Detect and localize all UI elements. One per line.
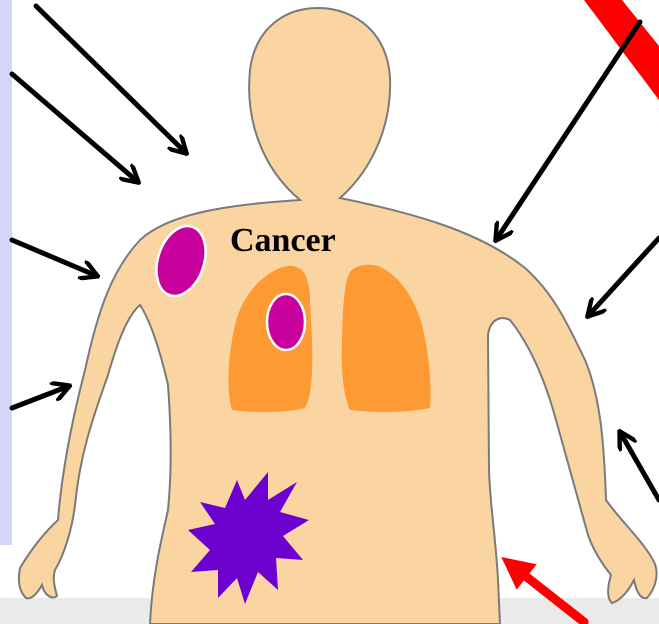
arrow-right-low <box>620 432 659 500</box>
arrow-top-right <box>496 22 640 240</box>
body-outline <box>19 8 657 624</box>
cancer-label: Cancer <box>230 222 336 259</box>
lung-tumor <box>267 294 305 350</box>
arrow-left-mid <box>12 240 97 276</box>
human-body <box>19 8 657 624</box>
arrow-left-low <box>12 386 69 408</box>
arrow-top-left-1 <box>36 6 186 153</box>
arrow-right-mid <box>588 238 659 316</box>
left-panel <box>0 0 12 545</box>
